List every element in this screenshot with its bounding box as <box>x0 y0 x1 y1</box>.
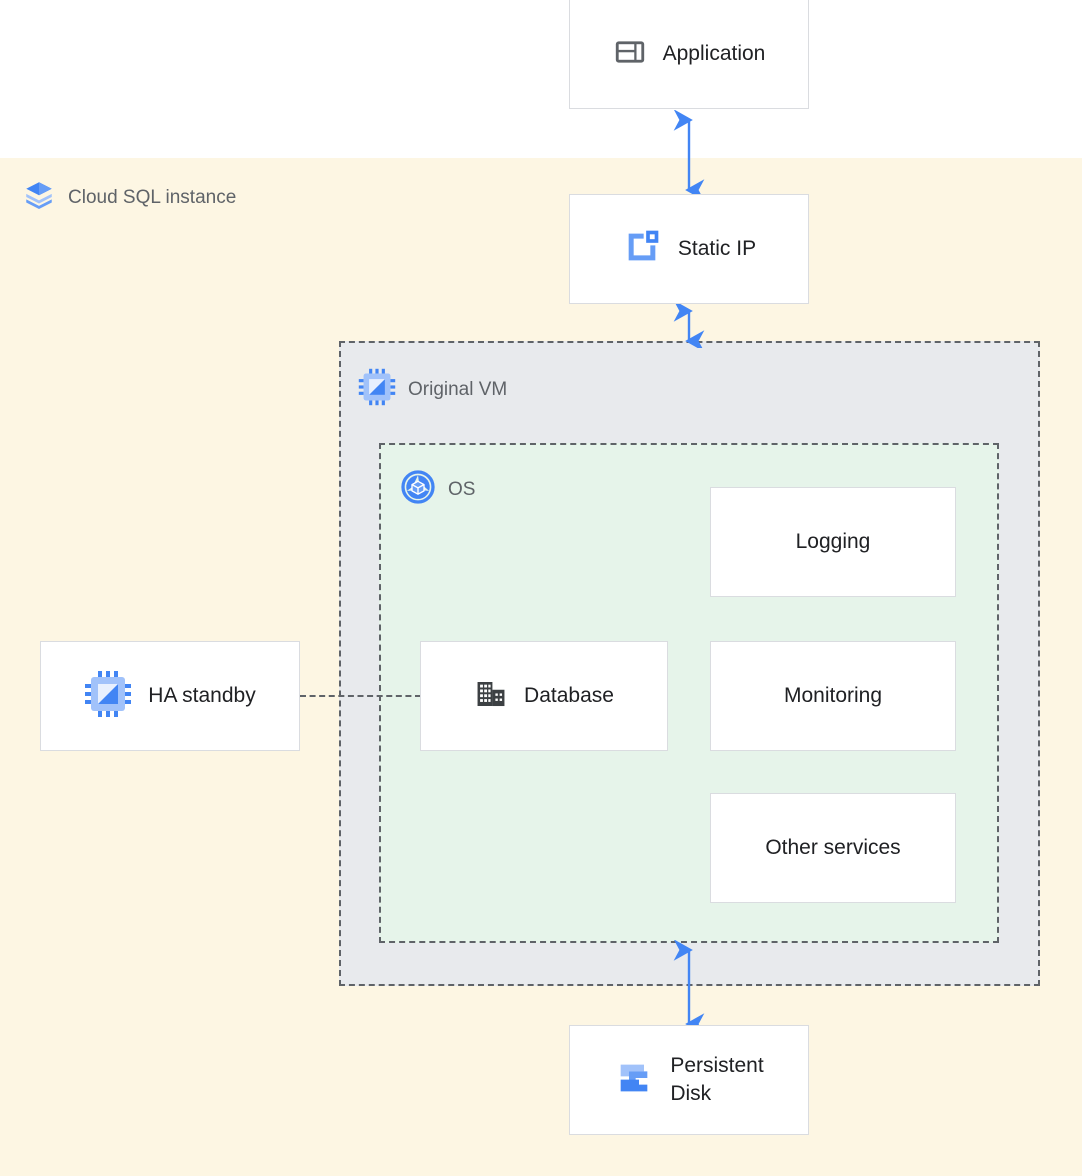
os-image-icon <box>400 469 436 510</box>
database-building-icon <box>474 677 508 716</box>
region-label-os: OS <box>400 469 475 510</box>
region-label-text: Cloud SQL instance <box>68 186 237 208</box>
arrow-static-ip-original-vm <box>673 304 705 348</box>
arrow-application-static-ip <box>673 110 705 200</box>
node-application[interactable]: Application <box>569 0 809 109</box>
node-label: Logging <box>795 529 871 553</box>
node-other-services[interactable]: Other services <box>710 793 956 903</box>
node-ha-standby[interactable]: HA standby <box>40 641 300 751</box>
region-label-original-vm: Original VM <box>358 368 507 411</box>
cloud-sql-layers-icon <box>22 178 56 217</box>
node-label-line2: Disk <box>670 1082 712 1105</box>
application-window-icon <box>613 35 647 74</box>
node-database[interactable]: Database <box>420 641 668 751</box>
node-label: Monitoring <box>783 683 883 707</box>
vm-chip-icon <box>358 368 396 411</box>
node-label: Application <box>662 41 766 65</box>
node-logging[interactable]: Logging <box>710 487 956 597</box>
node-label: Database <box>524 683 614 707</box>
region-label-text: Original VM <box>408 378 508 400</box>
node-label: HA standby <box>148 683 256 707</box>
region-label-cloud-sql-instance: Cloud SQL instance <box>22 178 236 217</box>
node-monitoring[interactable]: Monitoring <box>710 641 956 751</box>
node-label: Persistent Disk <box>670 1052 763 1109</box>
connector-ha-standby-database <box>300 695 421 697</box>
node-label: Other services <box>765 835 901 859</box>
persistent-disk-icon <box>614 1058 654 1103</box>
arrow-original-vm-persistent-disk <box>673 940 705 1034</box>
vm-chip-icon <box>84 670 132 723</box>
node-persistent-disk[interactable]: Persistent Disk <box>569 1025 809 1135</box>
static-ip-icon <box>622 227 662 272</box>
node-label-line1: Persistent <box>670 1053 764 1077</box>
node-label: Static IP <box>677 236 757 260</box>
node-static-ip[interactable]: Static IP <box>569 194 809 304</box>
region-label-text: OS <box>448 478 476 500</box>
